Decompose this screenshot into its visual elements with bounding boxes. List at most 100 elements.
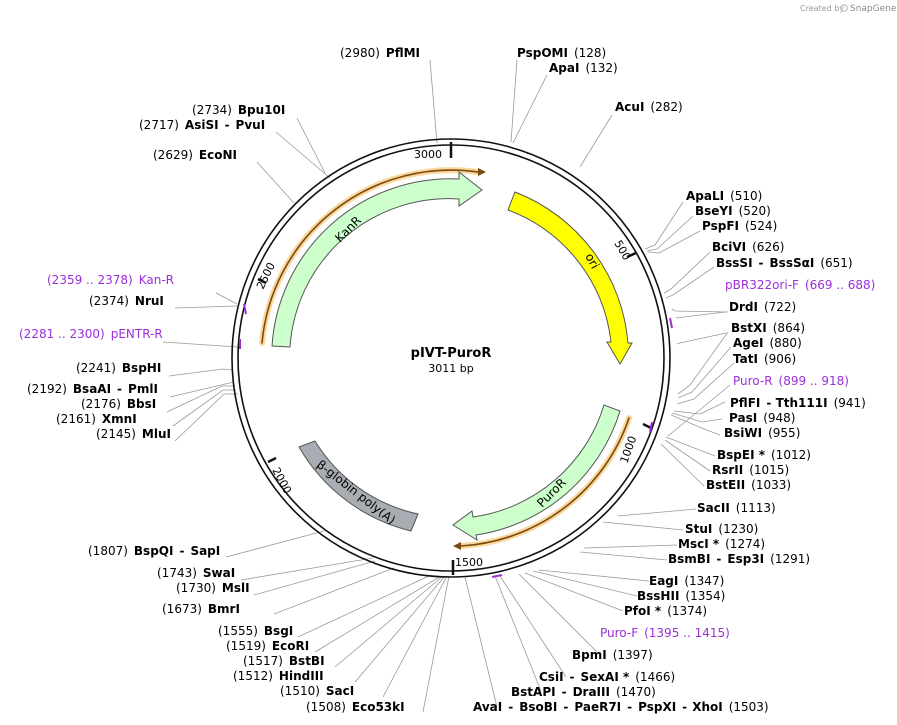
site-name: PspFI bbox=[702, 219, 739, 233]
restriction-site-label[interactable]: ApaI(132) bbox=[549, 61, 618, 75]
site-name: BstBI bbox=[289, 654, 325, 668]
restriction-site-label[interactable]: CsiI-SexAI *(1466) bbox=[539, 670, 675, 684]
site-name: BseYI bbox=[695, 204, 733, 218]
restriction-site-label[interactable]: ApaLI(510) bbox=[686, 189, 762, 203]
site-name: EcoRI bbox=[272, 639, 309, 653]
primer-label[interactable]: (2359 .. 2378)Kan-R bbox=[47, 273, 174, 287]
restriction-site-label[interactable]: (1512)HindIII bbox=[233, 669, 324, 683]
restriction-site-label[interactable]: (2629)EcoNI bbox=[153, 148, 237, 162]
restriction-site-label[interactable]: (2161) XmnI bbox=[56, 412, 137, 426]
restriction-site-label[interactable]: TatI(906) bbox=[733, 352, 796, 366]
feature-label: ori bbox=[582, 251, 602, 271]
primer-label[interactable]: (2281 .. 2300)pENTR-R bbox=[19, 327, 163, 341]
restriction-site-label[interactable]: BstXI(864) bbox=[731, 321, 805, 335]
restriction-site-label[interactable]: BciVI(626) bbox=[712, 240, 784, 254]
site-name: - bbox=[766, 396, 771, 410]
restriction-site-label[interactable]: (2717)AsiSI-PvuI bbox=[139, 118, 265, 132]
site-name: - bbox=[117, 382, 122, 396]
site-position: (1470) bbox=[616, 685, 656, 699]
primer-label[interactable]: pBR322ori-F (669 .. 688) bbox=[725, 278, 875, 292]
site-name: - bbox=[627, 700, 632, 714]
restriction-site-label[interactable]: (2176)BbsI bbox=[81, 397, 156, 411]
orf-arcs bbox=[259, 167, 632, 550]
restriction-site-label[interactable]: (1807)BspQI-SapI bbox=[88, 544, 220, 558]
restriction-site-label[interactable]: BseYI(520) bbox=[695, 204, 771, 218]
feature-kanr[interactable]: KanR bbox=[271, 170, 483, 348]
restriction-site-label[interactable]: DrdI(722) bbox=[729, 300, 796, 314]
site-name: BbsI bbox=[127, 397, 156, 411]
restriction-site-label[interactable]: (1743)SwaI bbox=[157, 566, 235, 580]
restriction-site-label[interactable]: BpmI(1397) bbox=[572, 648, 653, 662]
restriction-site-label[interactable]: BsmBI-Esp3I(1291) bbox=[668, 552, 810, 566]
site-position: (651) bbox=[820, 256, 852, 270]
site-position: (1397) bbox=[613, 648, 653, 662]
site-name: EcoNI bbox=[199, 148, 237, 162]
restriction-site-label[interactable]: (1510)SacI bbox=[280, 684, 354, 698]
restriction-site-label[interactable]: PflFI-Tth111I(941) bbox=[730, 396, 866, 410]
site-name: BstAPI bbox=[511, 685, 556, 699]
restriction-site-label[interactable]: (1508)Eco53kI bbox=[306, 700, 405, 714]
restriction-site-label[interactable]: BstAPI-DraIII(1470) bbox=[511, 685, 656, 699]
restriction-site-label[interactable]: BssSI-BssSαI(651) bbox=[716, 256, 853, 270]
restriction-site-label[interactable]: EagI(1347) bbox=[649, 574, 724, 588]
site-position: (722) bbox=[764, 300, 796, 314]
restriction-site-label[interactable]: (1519)EcoRI bbox=[226, 639, 309, 653]
restriction-site-label[interactable]: RsrII(1015) bbox=[712, 463, 789, 477]
site-position: (1354) bbox=[685, 589, 725, 603]
restriction-site-label[interactable]: SacII(1113) bbox=[697, 501, 776, 515]
site-name: Esp3I bbox=[727, 552, 764, 566]
primer-label[interactable]: Puro-R(899 .. 918) bbox=[733, 374, 849, 388]
restriction-site-label[interactable]: (2374)NruI bbox=[89, 294, 164, 308]
restriction-site-label[interactable]: (1517)BstBI bbox=[243, 654, 325, 668]
restriction-site-label[interactable]: BsiWI(955) bbox=[724, 426, 800, 440]
restriction-site-label[interactable]: (2192)BsaAI-PmlI bbox=[27, 382, 158, 396]
restriction-site-label[interactable]: PfoI *(1374) bbox=[624, 604, 707, 618]
primer-label[interactable]: Puro-F (1395 .. 1415) bbox=[600, 626, 730, 640]
restriction-site-label[interactable]: BspEI *(1012) bbox=[717, 448, 811, 462]
restriction-site-label[interactable]: MscI *(1274) bbox=[678, 537, 765, 551]
site-name: Puro-F bbox=[600, 626, 638, 640]
site-position: (2161) bbox=[56, 412, 96, 426]
site-name: - bbox=[508, 700, 513, 714]
restriction-site-label[interactable]: AvaI-BsoBI-PaeR7I-PspXI-XhoI(1503) bbox=[473, 700, 769, 714]
site-name: BstEII bbox=[706, 478, 745, 492]
restriction-site-label[interactable]: StuI(1230) bbox=[685, 522, 758, 536]
site-name: BsoBI bbox=[519, 700, 557, 714]
restriction-site-label[interactable]: PspFI(524) bbox=[702, 219, 777, 233]
restriction-site-label[interactable]: (1673)BmrI bbox=[162, 602, 240, 616]
site-position: (1012) bbox=[771, 448, 811, 462]
site-position: (1291) bbox=[770, 552, 810, 566]
site-position: (1374) bbox=[667, 604, 707, 618]
restriction-site-label[interactable]: (1730)MslI bbox=[176, 581, 250, 595]
site-position: (1395 .. 1415) bbox=[644, 626, 730, 640]
feature-label: β-globin poly(A) bbox=[314, 457, 398, 527]
site-position: (1466) bbox=[635, 670, 675, 684]
restriction-site-label[interactable]: (2145)MluI bbox=[96, 427, 171, 441]
site-position: (1508) bbox=[306, 700, 346, 714]
site-name: Kan-R bbox=[139, 273, 174, 287]
site-name: - bbox=[759, 256, 764, 270]
site-name: pBR322ori-F bbox=[725, 278, 799, 292]
feature-ori[interactable]: ori bbox=[507, 191, 633, 365]
feature-puror[interactable]: PuroR bbox=[452, 404, 621, 542]
restriction-site-label[interactable]: PspOMI(128) bbox=[517, 46, 606, 60]
restriction-site-label[interactable]: (2734)Bpu10I bbox=[192, 103, 285, 117]
restriction-site-label[interactable]: (2980)PflMI bbox=[340, 46, 420, 60]
tick-label: 2000 bbox=[269, 465, 294, 496]
site-name: XmnI bbox=[102, 412, 137, 426]
restriction-site-label[interactable]: PasI(948) bbox=[729, 411, 795, 425]
restriction-site-label[interactable]: (1555)BsgI bbox=[218, 624, 293, 638]
site-name: MluI bbox=[142, 427, 171, 441]
restriction-site-label[interactable]: (2241)BspHI bbox=[76, 361, 161, 375]
restriction-site-label[interactable]: AcuI(282) bbox=[615, 100, 683, 114]
site-position: (626) bbox=[752, 240, 784, 254]
restriction-site-label[interactable]: AgeI(880) bbox=[733, 336, 802, 350]
restriction-site-label[interactable]: BssHII(1354) bbox=[637, 589, 725, 603]
feature-beta-globin-polya[interactable]: β-globin poly(A) bbox=[298, 440, 419, 532]
site-position: (2980) bbox=[340, 46, 380, 60]
restriction-site-label[interactable]: BstEII(1033) bbox=[706, 478, 791, 492]
site-position: (1274) bbox=[725, 537, 765, 551]
site-position: (669 .. 688) bbox=[805, 278, 875, 292]
site-position: (2241) bbox=[76, 361, 116, 375]
site-position: (2734) bbox=[192, 103, 232, 117]
